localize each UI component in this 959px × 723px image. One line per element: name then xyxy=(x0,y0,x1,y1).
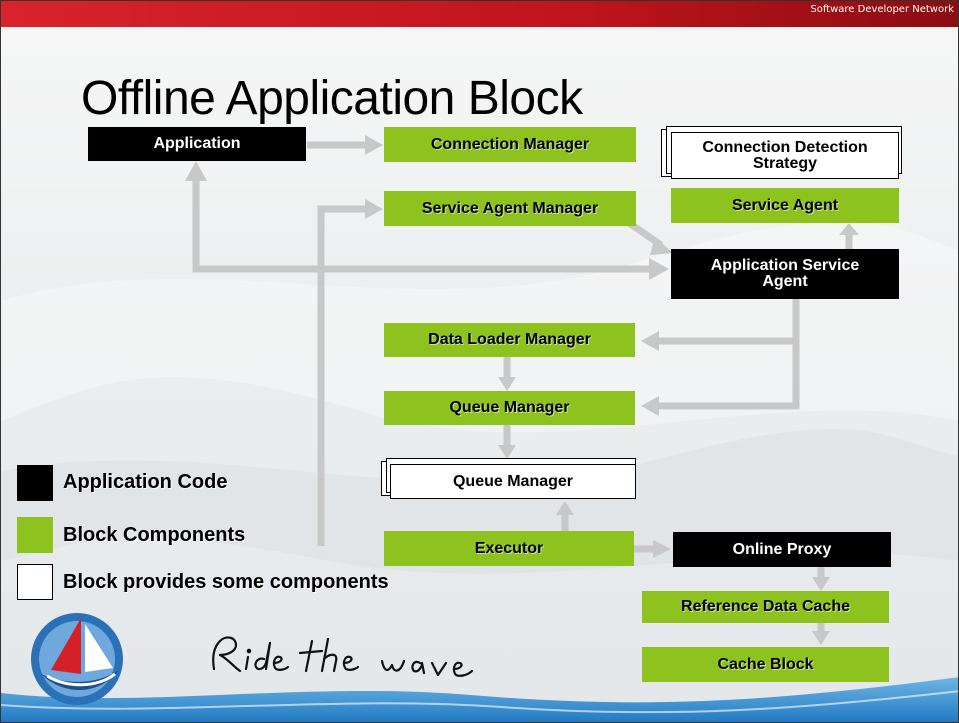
connection-manager-label: Connection Manager xyxy=(430,135,590,153)
executor-box: Executor xyxy=(384,531,634,566)
network-label: Software Developer Network xyxy=(810,4,954,15)
legend-block-components-label: Block Components xyxy=(63,524,246,546)
reference-data-cache-label: Reference Data Cache xyxy=(681,598,850,615)
slide-title: Offline Application Block xyxy=(81,72,583,125)
service-agent-manager-box: Service Agent Manager xyxy=(384,191,636,226)
connection-detection-strategy-label-line2: Strategy xyxy=(752,154,818,172)
application-service-agent-box: Application Service Agent xyxy=(671,249,899,299)
slogan-signature xyxy=(212,636,474,677)
service-agent-label: Service Agent xyxy=(731,196,839,214)
service-agent-box: Service Agent xyxy=(671,188,899,223)
legend-block-provides-some-label: Block provides some components xyxy=(63,571,389,593)
cache-block-box: Cache Block xyxy=(642,647,889,682)
application-box: Application xyxy=(88,127,306,161)
arrow-asa-to-queue xyxy=(659,299,800,410)
online-proxy-label: Online Proxy xyxy=(732,540,832,558)
data-loader-manager-label: Data Loader Manager xyxy=(428,331,591,348)
sailboat-logo xyxy=(31,613,123,705)
application-service-agent-label-line1: Application Service xyxy=(710,257,860,274)
queue-manager-storage-label: Queue Manager xyxy=(452,472,574,490)
legend-application-code-label: Application Code xyxy=(63,471,228,493)
bottom-wave xyxy=(1,677,958,722)
cache-block-label: Cache Block xyxy=(717,655,814,673)
arrow-executor-to-sam xyxy=(317,205,365,546)
queue-manager-box: Queue Manager xyxy=(384,391,635,425)
application-label: Application xyxy=(153,135,241,152)
connection-detection-strategy-label-line1: Connection Detection xyxy=(702,138,868,156)
connection-detection-strategy-box: Connection Detection Strategy xyxy=(671,132,899,179)
application-service-agent-label-line2: Agent xyxy=(762,273,808,290)
legend-block-components-swatch xyxy=(17,517,53,553)
queue-manager-storage-box: Queue Manager xyxy=(390,464,636,499)
online-proxy-box: Online Proxy xyxy=(673,532,891,567)
connection-manager-box: Connection Manager xyxy=(384,127,636,162)
arrow-asa-to-application xyxy=(192,181,649,273)
reference-data-cache-box: Reference Data Cache xyxy=(642,591,889,623)
queue-manager-label: Queue Manager xyxy=(449,399,570,416)
executor-label: Executor xyxy=(474,539,544,557)
data-loader-manager-box: Data Loader Manager xyxy=(384,323,635,357)
header-bar: Software Developer Network xyxy=(1,1,958,27)
legend-application-code-swatch xyxy=(17,465,53,501)
service-agent-manager-label: Service Agent Manager xyxy=(421,199,599,217)
legend-block-provides-some-swatch xyxy=(17,564,53,600)
